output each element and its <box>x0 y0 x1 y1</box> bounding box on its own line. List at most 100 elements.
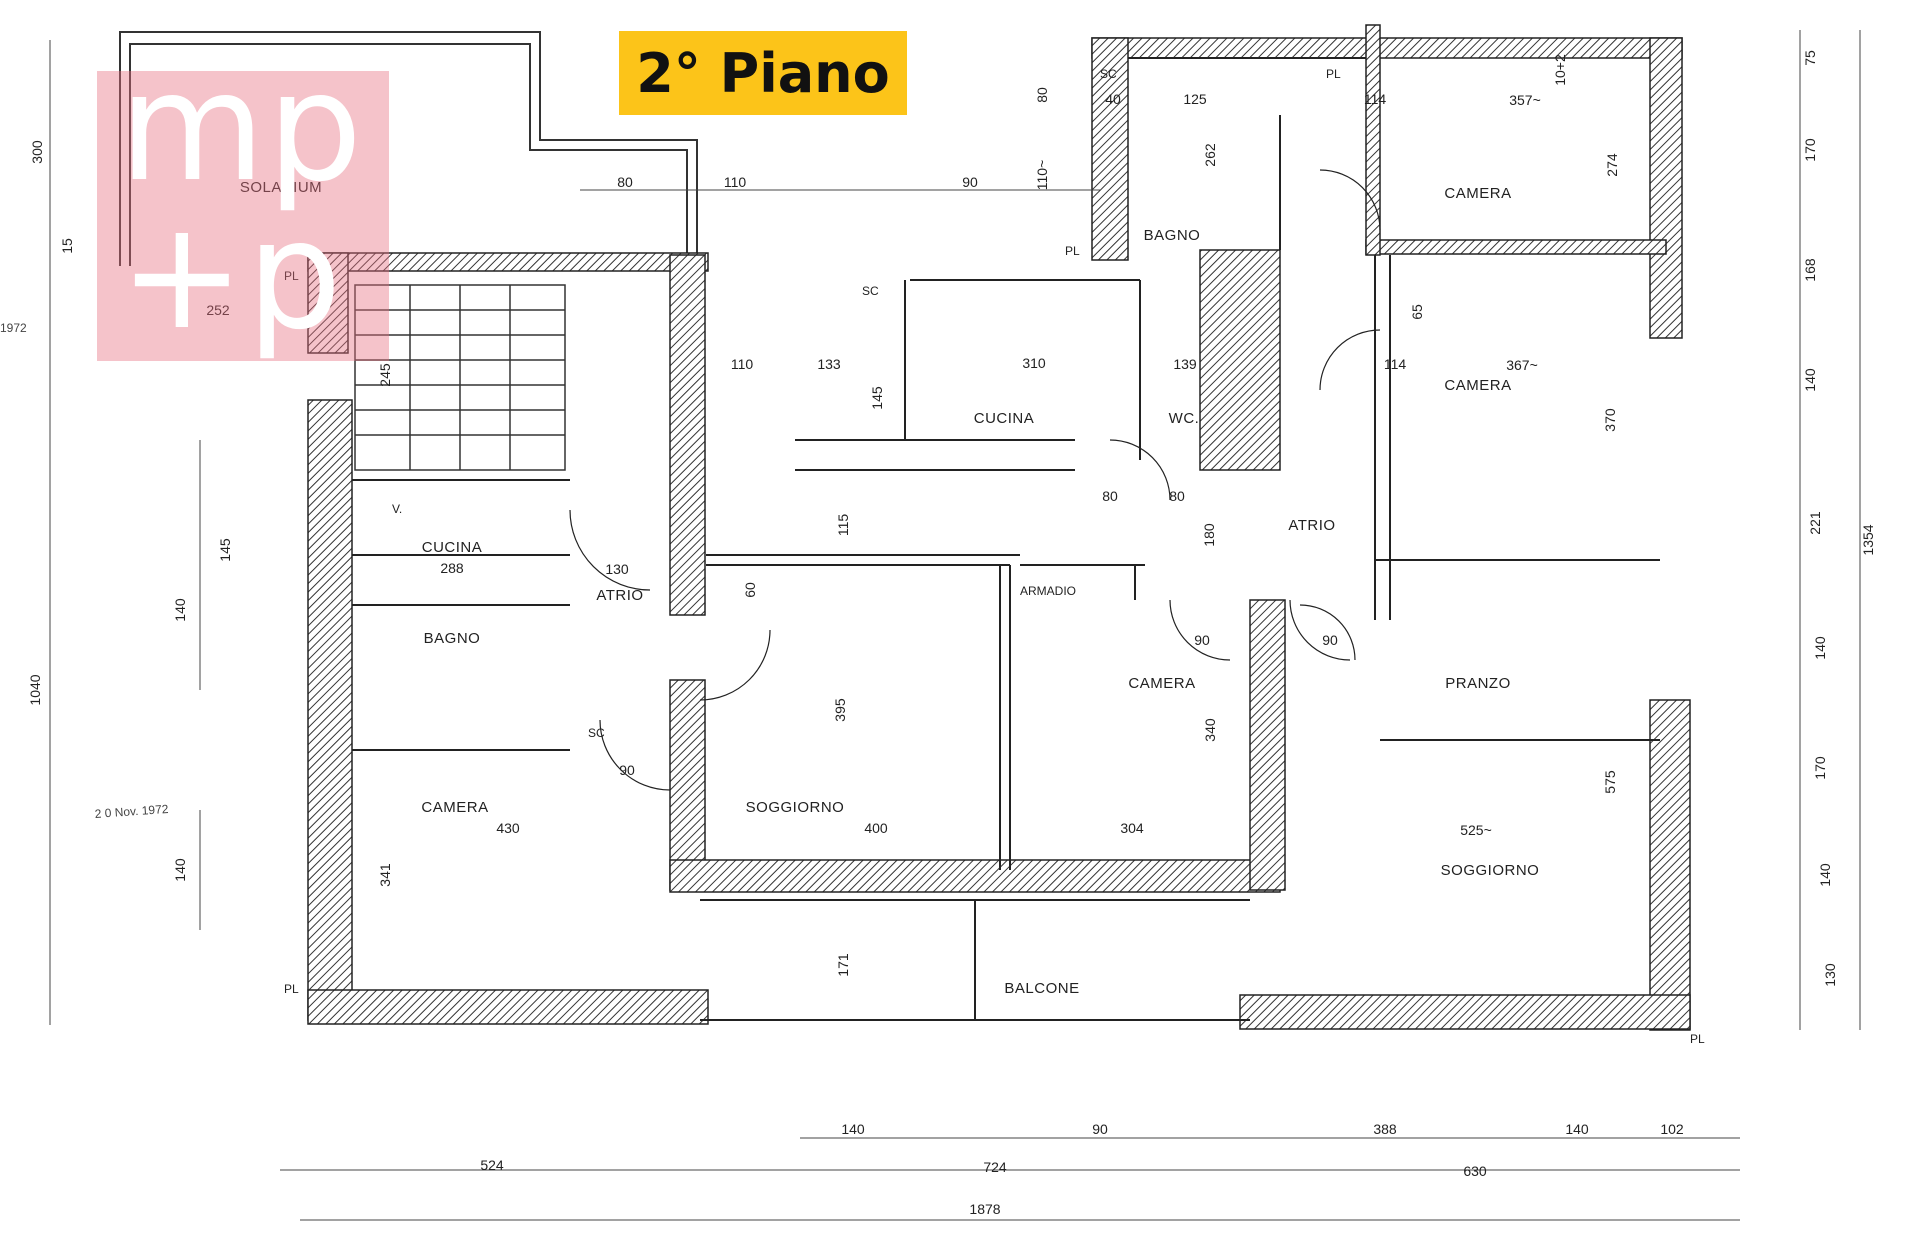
room-label-bagno-left: BAGNO <box>424 630 481 647</box>
dim-bottom-388: 388 <box>1373 1121 1397 1137</box>
dim-110: 110 <box>731 356 754 372</box>
pl-mark-5: PL <box>1690 1032 1705 1046</box>
room-label-soggiorno-right: SOGGIORNO <box>1441 862 1540 879</box>
dim-114: 114 <box>1384 356 1407 372</box>
dim-camera-mid-w: 304 <box>1120 820 1144 836</box>
room-label-atrio-right: ATRIO <box>1288 517 1335 534</box>
pl-mark-3: PL <box>1065 244 1080 258</box>
dim-133: 133 <box>817 356 841 372</box>
dim-90-camera: 90 <box>619 762 635 778</box>
logo-bottom-text: +p <box>119 189 344 363</box>
room-label-solarium: SOLARIUM <box>240 179 322 196</box>
dim-145: 145 <box>869 386 885 410</box>
dim-left-5: 140 <box>172 858 188 882</box>
dim-bagno-top-h: 262 <box>1202 143 1218 167</box>
dim-bottom-102: 102 <box>1660 1121 1684 1137</box>
year-left: 1972 <box>0 321 27 335</box>
dim-bottom-total: 1878 <box>969 1201 1000 1217</box>
room-label-balcone: BALCONE <box>1004 980 1079 997</box>
dim-top-80b: 80 <box>1034 87 1050 103</box>
dim-camera-right-w: 367~ <box>1506 357 1538 373</box>
dim-left-4: 1040 <box>27 674 43 705</box>
room-label-wc: WC. <box>1169 410 1200 427</box>
dim-bottom-140: 140 <box>841 1121 865 1137</box>
dim-atrio-w: 130 <box>605 561 629 577</box>
dim-bottom-90: 90 <box>1092 1121 1108 1137</box>
room-label-camera-mid: CAMERA <box>1128 675 1195 692</box>
exterior-walls <box>307 24 1691 1031</box>
date-stamp: 2 0 Nov. 1972 <box>94 802 169 821</box>
dim-171: 171 <box>835 953 851 977</box>
dim-soggiorno-right-w: 525~ <box>1460 822 1492 838</box>
room-label-soggiorno-mid: SOGGIORNO <box>746 799 845 816</box>
dim-wc-w: 139 <box>1173 356 1197 372</box>
dim-camera-h: 341 <box>377 863 393 887</box>
dim-60: 60 <box>742 582 758 598</box>
room-label-cucina-left: CUCINA <box>422 539 483 556</box>
dim-right-7: 140 <box>1817 863 1833 887</box>
dim-cucina-w: 288 <box>440 560 464 576</box>
dimension-lines <box>49 30 1861 1221</box>
dim-right-4: 221 <box>1807 511 1823 535</box>
dim-left-2: 145 <box>217 538 233 562</box>
dim-180: 180 <box>1201 523 1217 547</box>
dim-65: 65 <box>1409 304 1425 320</box>
dim-right-6: 170 <box>1812 756 1828 780</box>
room-label-camera-right: CAMERA <box>1444 377 1511 394</box>
pl-mark-2: PL <box>284 982 299 996</box>
room-label-cucina-mid: CUCINA <box>974 410 1035 427</box>
door-swings <box>569 169 1381 791</box>
dim-cucina-mid-w: 310 <box>1022 355 1046 371</box>
dim-80a: 80 <box>1102 488 1118 504</box>
dim-bottom-724: 724 <box>983 1159 1007 1175</box>
dim-left-3: 140 <box>172 598 188 622</box>
v-mark: V. <box>392 502 402 516</box>
dim-right-1: 170 <box>1802 138 1818 162</box>
dim-right-3: 140 <box>1802 368 1818 392</box>
dim-camera-top-w: 357~ <box>1509 92 1541 108</box>
room-label-atrio-left: ATRIO <box>596 587 643 604</box>
dim-camera-right-h: 370 <box>1602 408 1618 432</box>
dim-right-8: 130 <box>1822 963 1838 987</box>
sc-mark-1: SC <box>862 284 879 298</box>
dim-top-110b: 110~ <box>1034 160 1050 191</box>
dim-40: 40 <box>1105 91 1121 107</box>
dim-bottom-630: 630 <box>1463 1163 1487 1179</box>
logo-top-text: mp <box>119 41 365 215</box>
dim-10-2: 10+2 <box>1552 54 1568 86</box>
dim-right-2: 168 <box>1802 258 1818 282</box>
solarium-outline <box>119 31 698 266</box>
dim-camera-top-h: 274 <box>1604 153 1620 177</box>
dim-left-0: 300 <box>29 140 45 164</box>
dim-top-110: 110 <box>724 174 747 190</box>
staircase <box>354 284 566 471</box>
room-label-camera-left: CAMERA <box>421 799 488 816</box>
sc-mark-3: SC <box>1100 67 1117 81</box>
dim-pranzo-h: 575 <box>1602 770 1618 794</box>
dim-camera-mid-h: 340 <box>1202 718 1218 742</box>
dim-right-0: 75 <box>1802 50 1818 66</box>
watermark-logo: mp +p <box>97 41 389 363</box>
dim-90-pranzo: 90 <box>1322 632 1338 648</box>
pl-mark-1: PL <box>284 269 299 283</box>
dim-bottom-140b: 140 <box>1565 1121 1589 1137</box>
dim-total-height: 1354 <box>1860 524 1876 555</box>
dim-114-top: 114 <box>1364 91 1387 107</box>
dim-80b: 80 <box>1169 488 1185 504</box>
dim-bottom-524: 524 <box>480 1157 504 1173</box>
dim-soggiorno-h: 395 <box>832 698 848 722</box>
interior-walls <box>352 57 1660 1021</box>
dim-right-5: 140 <box>1812 636 1828 660</box>
dim-115: 115 <box>835 514 851 537</box>
room-label-camera-top-right: CAMERA <box>1444 185 1511 202</box>
dim-left-1: 15 <box>59 238 75 254</box>
pl-mark-4: PL <box>1326 67 1341 81</box>
dim-stair: 245 <box>377 363 393 387</box>
dim-top-90: 90 <box>962 174 978 190</box>
dim-90-camera-mid: 90 <box>1194 632 1210 648</box>
floor-title: 2° Piano <box>636 41 890 105</box>
sc-mark-2: SC <box>588 726 605 740</box>
dim-top-80: 80 <box>617 174 633 190</box>
dim-solarium-w: 252 <box>206 302 230 318</box>
